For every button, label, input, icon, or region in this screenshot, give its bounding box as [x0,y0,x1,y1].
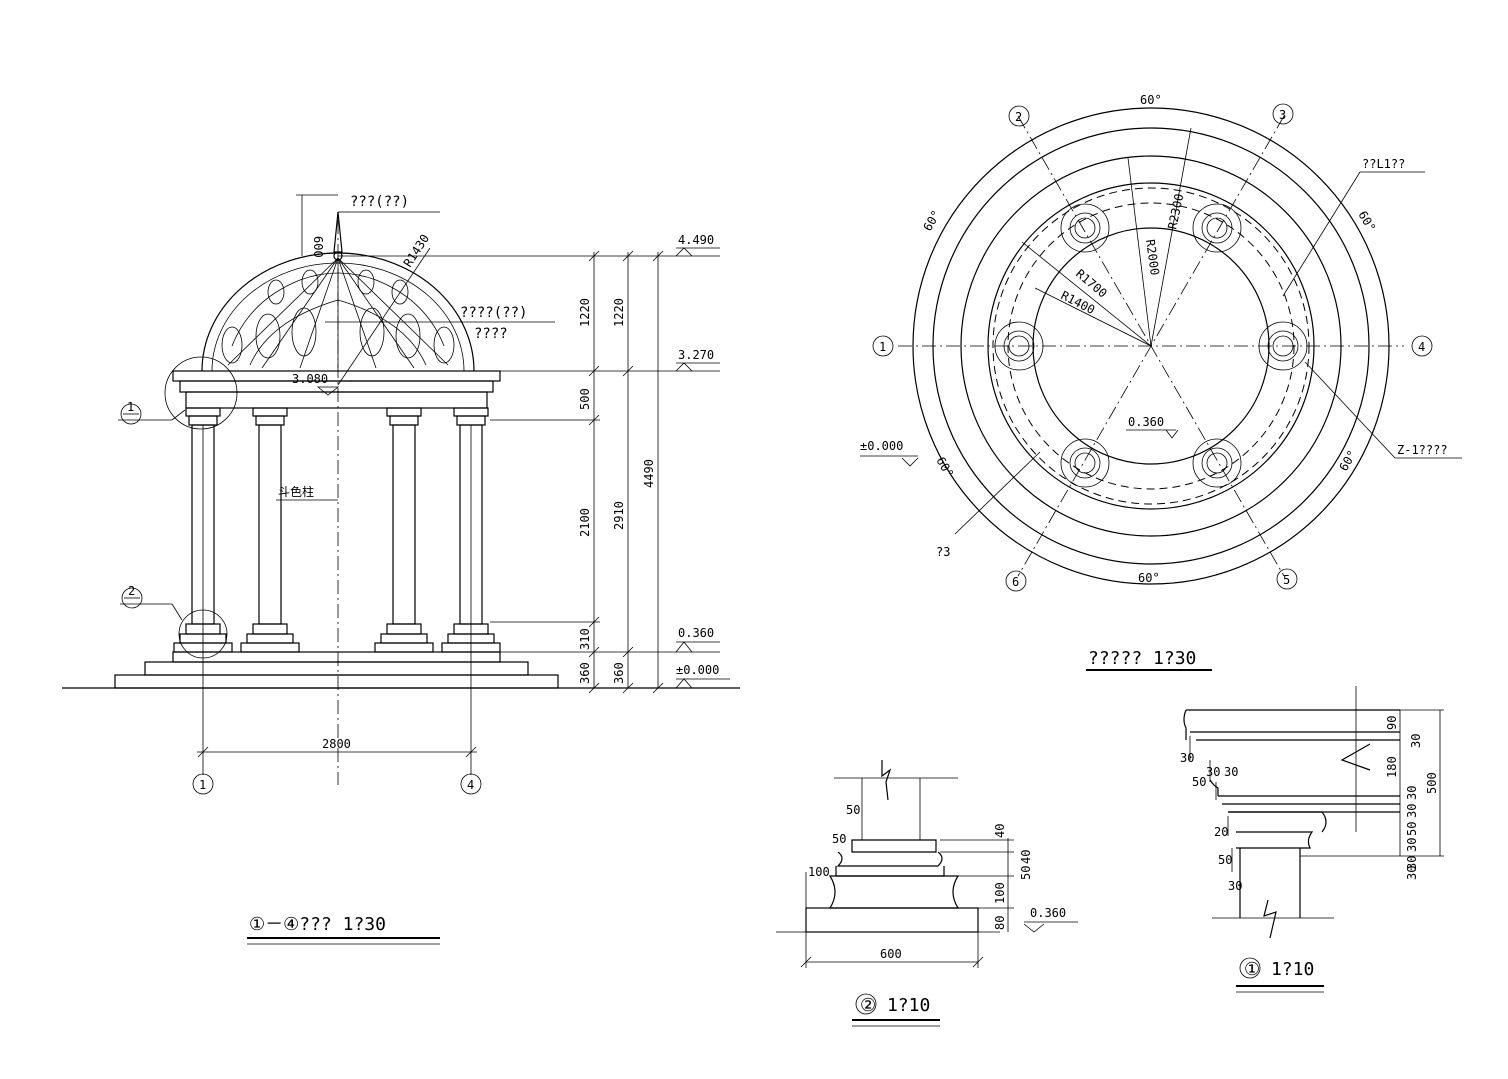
plan-axis-4: 4 [1418,340,1425,354]
detail1-left-50b: 50 [1218,853,1232,867]
plan-axis-3: 3 [1279,108,1286,122]
detail1-right-30: 30 [1409,734,1423,748]
dim-2100: 2100 [578,508,592,537]
angle-top: 60° [1140,93,1162,107]
plan-axis-2: 2 [1015,110,1022,124]
level-0360: 0.360 [678,626,714,640]
level-3270: 3.270 [678,348,714,362]
detail2-dim-80: 80 [993,916,1007,930]
detail2-dim-50b: 50 [832,832,846,846]
dim-4490: 4490 [642,459,656,488]
detail1-right-30f: 30 [1405,866,1419,880]
dim-1220-b: 1220 [612,298,626,327]
detail-1-view: 90 30 180 30 30 50 30 30 30 500 30 30 30… [1180,686,1444,993]
detail2-title: ② 1?10 [860,995,930,1016]
angle-upper-left: 60° [920,208,943,234]
dim-360-b: 360 [612,662,626,684]
detail1-left-30c: 30 [1224,765,1238,779]
dim-360-a: 360 [578,662,592,684]
detail1-total: 500 [1425,772,1439,794]
plan-axis-6: 6 [1012,575,1019,589]
dim-500: 500 [578,388,592,410]
detail1-left-30a: 30 [1180,751,1194,765]
detail1-left-30b: 30 [1206,765,1220,779]
dome-label-1: ????(??) [460,305,527,321]
detail1-right-180: 180 [1385,756,1399,778]
radius-label: R1430 [401,232,432,270]
plan-view: R1400 R1700 R2000 R2300 60° 60° 60° 60° … [860,93,1462,671]
finial-label: ???(??) [350,194,409,210]
detail1-left-50a: 50 [1192,775,1206,789]
detail2-dim-40a: 40 [993,824,1007,838]
detail1-left-30d: 30 [1228,879,1242,893]
elevation-title: ①－④??? 1?30 [249,914,386,935]
detail-callout-1 [164,356,238,430]
detail2-dim-50: 50 [1019,866,1033,880]
detail-2-view: 600 50 50 100 40 40 50 100 80 0.360 ② 1?… [776,760,1078,1027]
angle-lower-left: 60° [933,455,956,481]
plan-level-ground: ±0.000 [860,439,903,453]
detail1-left-20: 20 [1214,825,1228,839]
inner-level: 3.080 [292,372,328,386]
detail1-right-30b: 30 [1405,786,1419,800]
axis-bubble-1: 1 [199,778,206,792]
dim-600: 600 [311,236,325,258]
detail1-right-90: 90 [1385,716,1399,730]
detail1-right-50: 50 [1405,822,1419,836]
detail2-level: 0.360 [1030,906,1066,920]
plan-level-inner: 0.360 [1128,415,1164,429]
detail2-width: 600 [880,947,902,961]
level-0000: ±0.000 [676,663,719,677]
detail2-dim-40b: 40 [1019,850,1033,864]
plan-title: ????? 1?30 [1088,648,1196,669]
plan-columns [994,203,1308,488]
column-shafts [191,424,483,625]
detail1-title: ① 1?10 [1244,959,1314,980]
elevation-view: ???(??) 600 ????(??) ???? R1430 3.080 斗色… [62,194,740,945]
plan-axis-1: 1 [879,340,886,354]
dome-label-2: ???? [474,326,508,342]
detail2-dim-100: 100 [808,865,830,879]
detail2-dim-50a: 50 [846,803,860,817]
plan-axis-5: 5 [1283,573,1290,587]
plan-column-label: Z-1???? [1397,443,1448,457]
detail1-right-30c: 30 [1405,804,1419,818]
angle-bottom: 60° [1138,571,1160,585]
radius-2000: R2000 [1143,238,1162,276]
dim-2910: 2910 [612,501,626,530]
level-4490: 4.490 [678,233,714,247]
angle-lower-right: 60° [1336,448,1359,474]
width-2800: 2800 [322,737,351,751]
detail-marker-2: 2 [128,584,135,598]
column-capitals [185,407,489,426]
detail1-right-30d: 30 [1405,838,1419,852]
plan-beam-label: ??L1?? [1362,157,1405,171]
detail1-right-30e: 30 [1405,856,1419,870]
detail-marker-1: 1 [127,400,134,414]
column-note: 斗色柱 [278,484,314,499]
detail2-dim-100b: 100 [993,882,1007,904]
radius-2300: R2300 [1165,192,1186,230]
detail-callout-2 [178,609,228,659]
plan-step-label: ?3 [936,545,950,559]
dim-310: 310 [578,628,592,650]
dim-1220-a: 1220 [578,298,592,327]
axis-bubble-4: 4 [467,778,474,792]
